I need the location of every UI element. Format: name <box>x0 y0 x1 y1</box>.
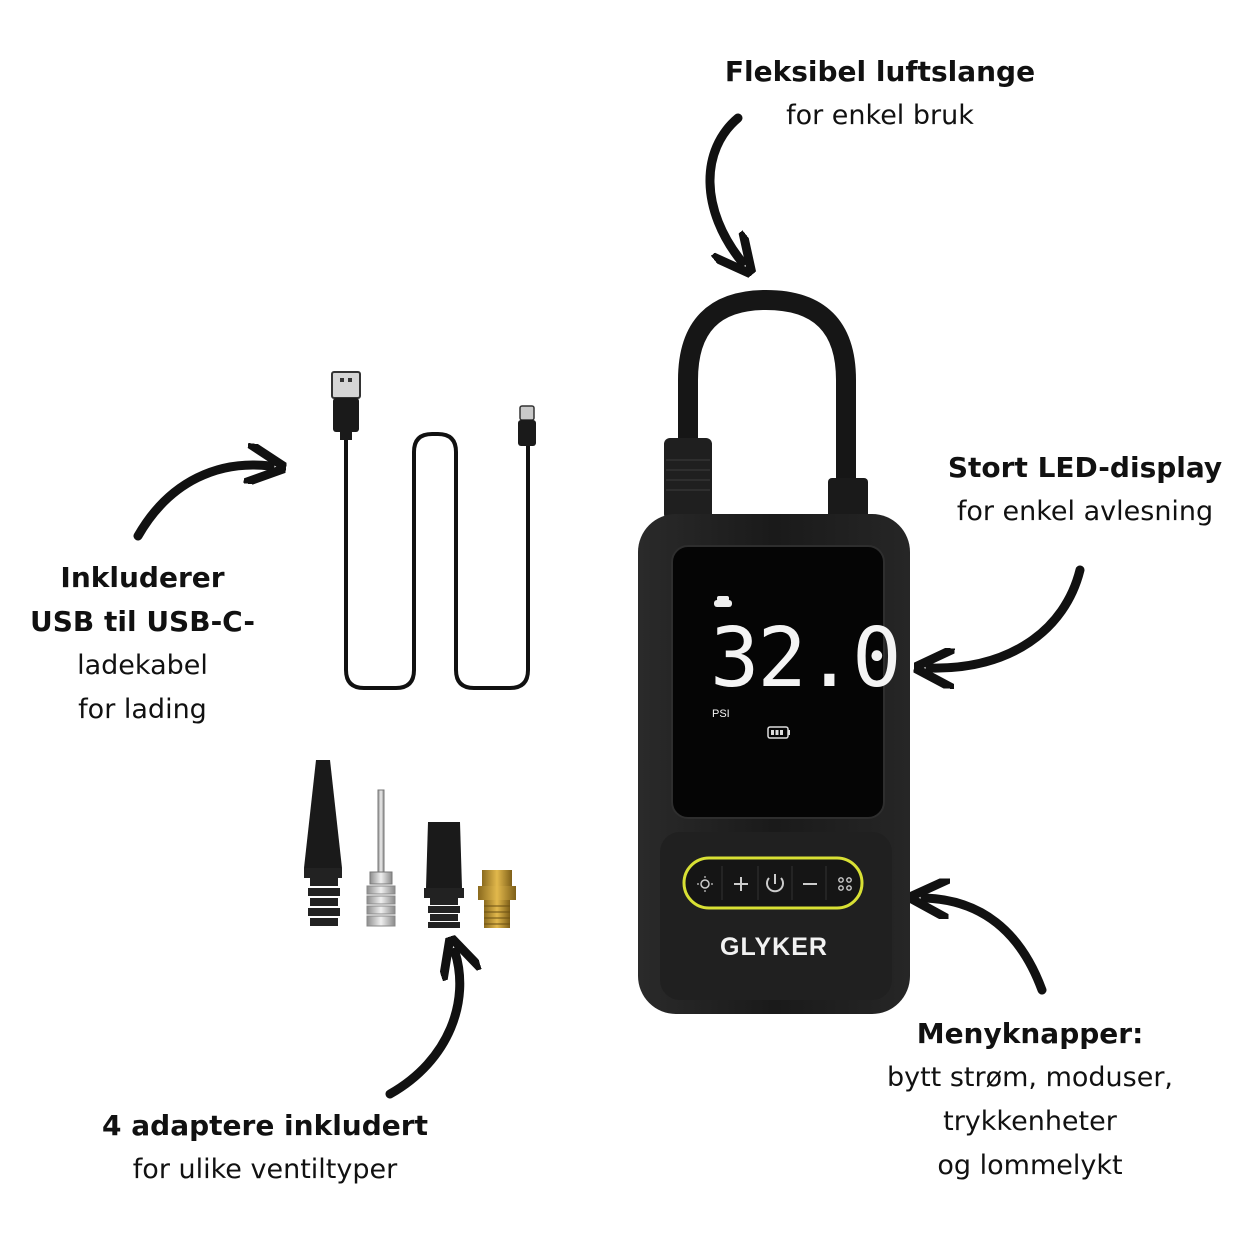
power-icon <box>766 874 784 893</box>
callout-menu-line-1: bytt strøm, moduser, <box>886 1062 1174 1093</box>
adapter-brass-valve <box>478 870 516 928</box>
usb-a-connector-icon <box>331 371 361 399</box>
battery-icon <box>767 726 790 739</box>
arrow-adapters <box>385 952 460 1099</box>
light-icon <box>700 879 710 889</box>
usb-c-connector-icon <box>519 405 535 421</box>
mode-button[interactable] <box>838 877 852 891</box>
callout-led: Stort LED-display for enkel avlesning <box>930 446 1240 534</box>
plus-icon <box>734 877 748 891</box>
arrow-led <box>930 565 1085 668</box>
callout-usb-line-2: ladekabel <box>77 650 208 681</box>
callout-usb-line-3: for lading <box>78 694 207 725</box>
callout-usb-title: Inkluderer <box>60 561 225 594</box>
adapter-ball-needle <box>366 789 396 927</box>
callout-led-title: Stort LED-display <box>947 451 1223 484</box>
air-hose <box>678 289 856 500</box>
callout-adapters-title: 4 adaptere inkludert <box>102 1109 428 1142</box>
callout-menu-title: Menyknapper: <box>916 1017 1144 1050</box>
callout-menu: Menyknapper: bytt strøm, moduser, trykke… <box>860 1012 1200 1188</box>
light-button[interactable] <box>697 876 713 892</box>
air-pump-device: 32.0 PSI <box>638 289 910 1014</box>
callout-led-line: for enkel avlesning <box>956 496 1214 527</box>
button-panel <box>682 856 864 910</box>
power-button[interactable] <box>766 874 784 893</box>
callout-menu-line-2: trykkenheter <box>943 1106 1117 1137</box>
brand-logo: GLYKER <box>720 933 828 961</box>
arrow-hose <box>705 113 742 262</box>
usb-cable <box>331 371 536 690</box>
adapter-cone-nozzle <box>304 760 342 926</box>
callout-usb-line-1: USB til USB-C- <box>30 605 255 638</box>
callout-hose-line: for enkel bruk <box>786 100 974 131</box>
callout-menu-line-3: og lommelykt <box>937 1150 1123 1181</box>
arrow-menu <box>925 898 1047 995</box>
callout-adapters-line: for ulike ventiltyper <box>132 1154 398 1185</box>
display-value: 32.0 <box>710 611 899 706</box>
led-screen <box>671 545 885 819</box>
adapter-presta-nozzle <box>424 822 464 928</box>
callout-hose: Fleksibel luftslange for enkel bruk <box>690 50 1070 138</box>
car-icon <box>714 596 732 607</box>
callout-usb: Inkluderer USB til USB-C- ladekabel for … <box>20 556 265 732</box>
callout-adapters: 4 adaptere inkludert for ulike ventiltyp… <box>100 1104 430 1192</box>
arrow-usb <box>133 465 270 541</box>
callout-hose-title: Fleksibel luftslange <box>724 55 1036 88</box>
hose-connector <box>664 438 712 520</box>
plus-button[interactable] <box>734 877 748 891</box>
display-unit: PSI <box>712 708 730 720</box>
mode-icon <box>838 877 852 891</box>
